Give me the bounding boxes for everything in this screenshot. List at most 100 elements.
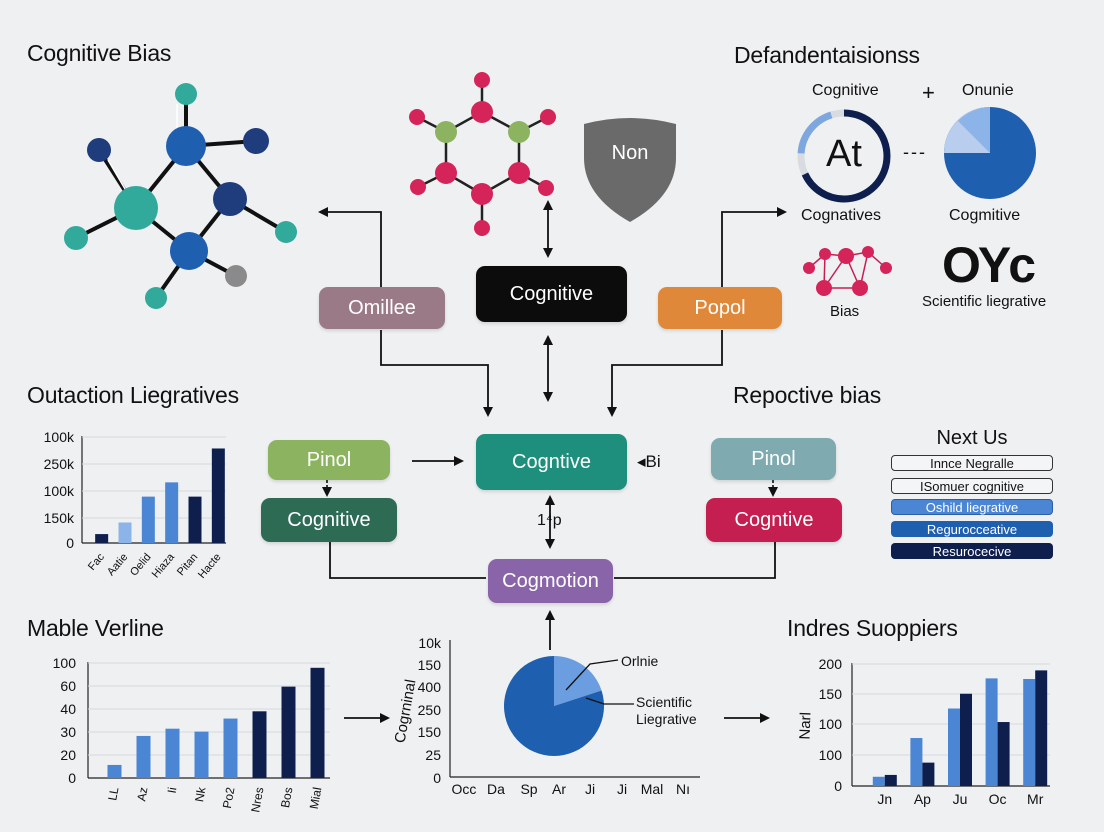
node-cogntive-right[interactable]: Cogntive [706,498,842,542]
next-us-item-1[interactable]: Innce Negralle [891,455,1053,471]
pie-slice [503,656,604,756]
node-omillee-label: Omillee [348,296,416,319]
y-tick-label: 250 [418,702,442,718]
next-us-title: Next Us [936,427,1008,449]
node-cogntive-right-label: Cogntive [734,508,814,531]
node-pinol-left[interactable]: Pinol [268,440,390,480]
bar [95,534,109,543]
bar [188,496,202,543]
bar [165,482,179,543]
y-tick-label: 10k [418,635,442,651]
y-tick-label: 100 [53,655,77,671]
heading-bottom-right: Indres Suoppiers [787,615,958,641]
bar [281,686,296,778]
x-tick-label: Ap [914,791,931,807]
node-cognitive-top[interactable]: Cognitive [476,266,627,322]
bar [922,762,935,786]
x-tick-label: Sp [520,781,537,797]
node-omillee[interactable]: Omillee [319,287,445,329]
label-cognitive: Cognitive [812,82,879,99]
bar [252,711,267,778]
x-tick-label: Ji [585,781,595,797]
bar [165,728,180,778]
y-tick-label: 0 [834,778,842,794]
x-tick-label: Oc [989,791,1007,807]
y-tick-label: 0 [433,770,441,786]
bar [884,774,897,786]
bar [997,722,1010,786]
node-cognitive-left-label: Cognitive [287,508,371,531]
bar [985,678,998,786]
x-tick-label: Nk [192,785,209,803]
label-scientific: Scientific liegrative [922,293,1047,310]
y-tick-label: 150 [418,657,442,673]
label-onunie: Onunie [962,82,1014,99]
y-tick-label: 0 [66,535,74,551]
plus-icon: + [922,80,935,105]
connector-label-1p: 1⁴p [537,512,562,529]
heading-mid-right: Repoctive bias [733,382,882,408]
next-us-item-2[interactable]: ISomuer cognitive [891,478,1053,494]
next-us-item-3[interactable]: Oshild liegrative [891,499,1053,515]
bar [211,448,225,543]
dash-separator: --- [903,142,927,162]
heading-top-right: Defandentaisionss [734,42,920,68]
node-cogmotion[interactable]: Cogmotion [488,559,613,603]
pie-label: Orlnie [621,653,659,669]
gauge-text: At [826,133,862,175]
pie-label: Scientific [636,694,692,710]
x-tick-label: Mr [1027,791,1044,807]
x-tick-label: Ii [165,786,180,794]
heading-mid-left: Outaction Liegratives [27,382,239,408]
node-cogntive-center[interactable]: Cogntive [476,434,627,490]
node-popol[interactable]: Popol [658,287,782,329]
x-tick-label: Mial [307,786,325,810]
node-popol-label: Popol [694,296,746,319]
label-cogmitive: Cogmitive [949,207,1021,224]
pie-slice [554,656,602,706]
bar [141,496,155,543]
bar [960,693,972,786]
bar [1035,670,1048,786]
node-cognitive-top-label: Cognitive [509,282,594,305]
next-us-item-4[interactable]: Regurocceative [891,521,1053,537]
node-pinol-right[interactable]: Pinol [711,438,836,480]
next-us-item-5[interactable]: Resurocecive [891,543,1053,559]
heading-bottom-left: Mable Verline [27,615,164,641]
x-tick-label: LL [105,786,121,802]
bar [948,708,960,786]
x-tick-label: Po2 [220,786,238,810]
y-tick-label: 150k [44,510,75,526]
x-tick-label: Nres [248,786,266,813]
y-tick-label: 20 [60,747,76,763]
x-tick-label: Mal [641,781,664,797]
bar [310,667,325,778]
y-tick-label: 0 [68,770,76,786]
y-tick-label: 30 [60,724,76,740]
y-tick-label: 250k [44,456,75,472]
x-tick-label: Az [134,786,150,802]
node-cogmotion-label: Cogmotion [502,569,599,592]
x-tick-label: Ji [617,781,627,797]
y-tick-label: 60 [60,678,76,694]
bar [118,522,132,543]
bar [223,718,238,778]
bar [910,738,923,786]
label-bias: Bias [830,303,860,320]
bar [872,776,885,786]
bar [136,735,151,778]
node-cognitive-left[interactable]: Cognitive [261,498,397,542]
y-tick-label: 100k [44,429,75,445]
x-tick-label: Occ [452,781,477,797]
bar [1023,678,1036,786]
bar [107,764,122,778]
